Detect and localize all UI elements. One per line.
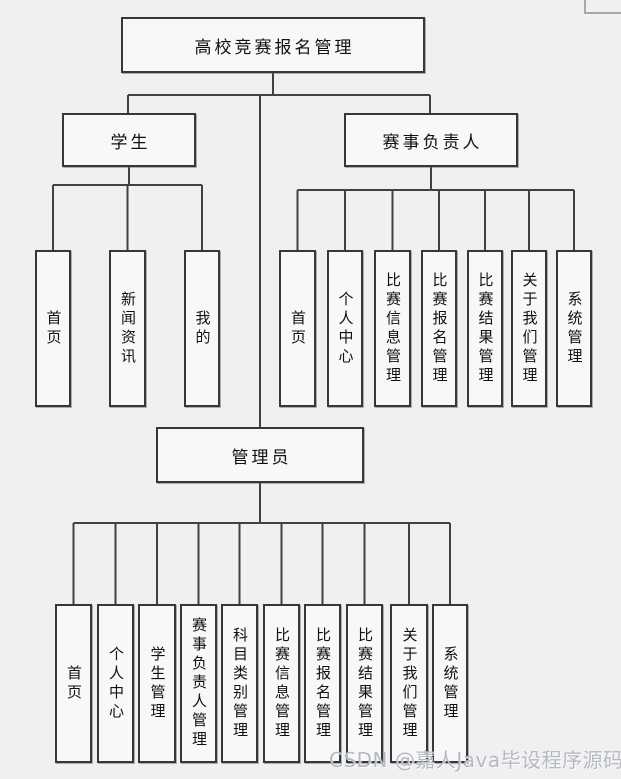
leaf-node: 系统管理: [556, 250, 592, 407]
node-label: 学生: [110, 132, 151, 153]
node-organizer: 赛事负责人: [344, 113, 518, 167]
leaf-node: 个人中心: [327, 250, 363, 407]
leaf-node: 比赛信息管理: [263, 604, 300, 763]
node-label: 首页: [44, 309, 63, 348]
node-label: 个人中心: [107, 645, 125, 722]
node-label: 科目类别管理: [231, 626, 249, 741]
node-label: 新闻资讯: [119, 290, 137, 367]
leaf-node: 首页: [279, 250, 316, 407]
leaf-node: 首页: [55, 604, 92, 763]
node-label: 高校竞赛报名管理: [194, 37, 355, 58]
leaf-node: 我的: [184, 250, 220, 407]
node-label: 首页: [289, 309, 307, 348]
node-label: 关于我们管理: [400, 626, 419, 741]
corner-artifact-line: [584, 0, 621, 14]
leaf-node: 赛事负责人管理: [180, 604, 217, 763]
node-root: 高校竞赛报名管理: [121, 17, 425, 73]
node-student: 学生: [62, 113, 196, 167]
node-label: 比赛信息管理: [273, 626, 291, 741]
leaf-node: 个人中心: [97, 604, 134, 763]
node-label: 比赛信息管理: [384, 271, 402, 386]
node-label: 赛事负责人: [382, 132, 483, 153]
node-label: 系统管理: [441, 645, 460, 722]
leaf-node: 关于我们管理: [390, 604, 428, 763]
leaf-node: 学生管理: [138, 604, 176, 763]
node-label: 首页: [65, 664, 83, 703]
node-label: 赛事负责人管理: [190, 617, 208, 750]
leaf-node: 比赛结果管理: [467, 250, 503, 407]
leaf-node: 系统管理: [432, 604, 468, 763]
node-admin: 管理员: [156, 427, 364, 483]
node-label: 比赛报名管理: [430, 271, 449, 386]
node-label: 个人中心: [336, 290, 355, 367]
leaf-node: 科目类别管理: [221, 604, 258, 763]
node-label: 比赛结果管理: [356, 626, 374, 741]
leaf-node: 比赛报名管理: [421, 250, 457, 407]
leaf-node: 比赛结果管理: [346, 604, 383, 763]
leaf-node: 比赛报名管理: [304, 604, 341, 763]
node-label: 我的: [193, 309, 212, 348]
leaf-node: 关于我们管理: [511, 250, 547, 407]
node-label: 比赛报名管理: [314, 626, 332, 741]
watermark-text: CSDN @嘉人Java毕设程序源码: [329, 748, 621, 772]
leaf-node: 新闻资讯: [109, 250, 146, 407]
node-label: 管理员: [231, 447, 292, 468]
node-label: 系统管理: [565, 290, 584, 367]
node-label: 学生管理: [148, 645, 167, 722]
leaf-node: 首页: [35, 250, 71, 407]
leaf-node: 比赛信息管理: [374, 250, 411, 407]
node-label: 比赛结果管理: [476, 271, 495, 386]
node-label: 关于我们管理: [520, 271, 539, 386]
